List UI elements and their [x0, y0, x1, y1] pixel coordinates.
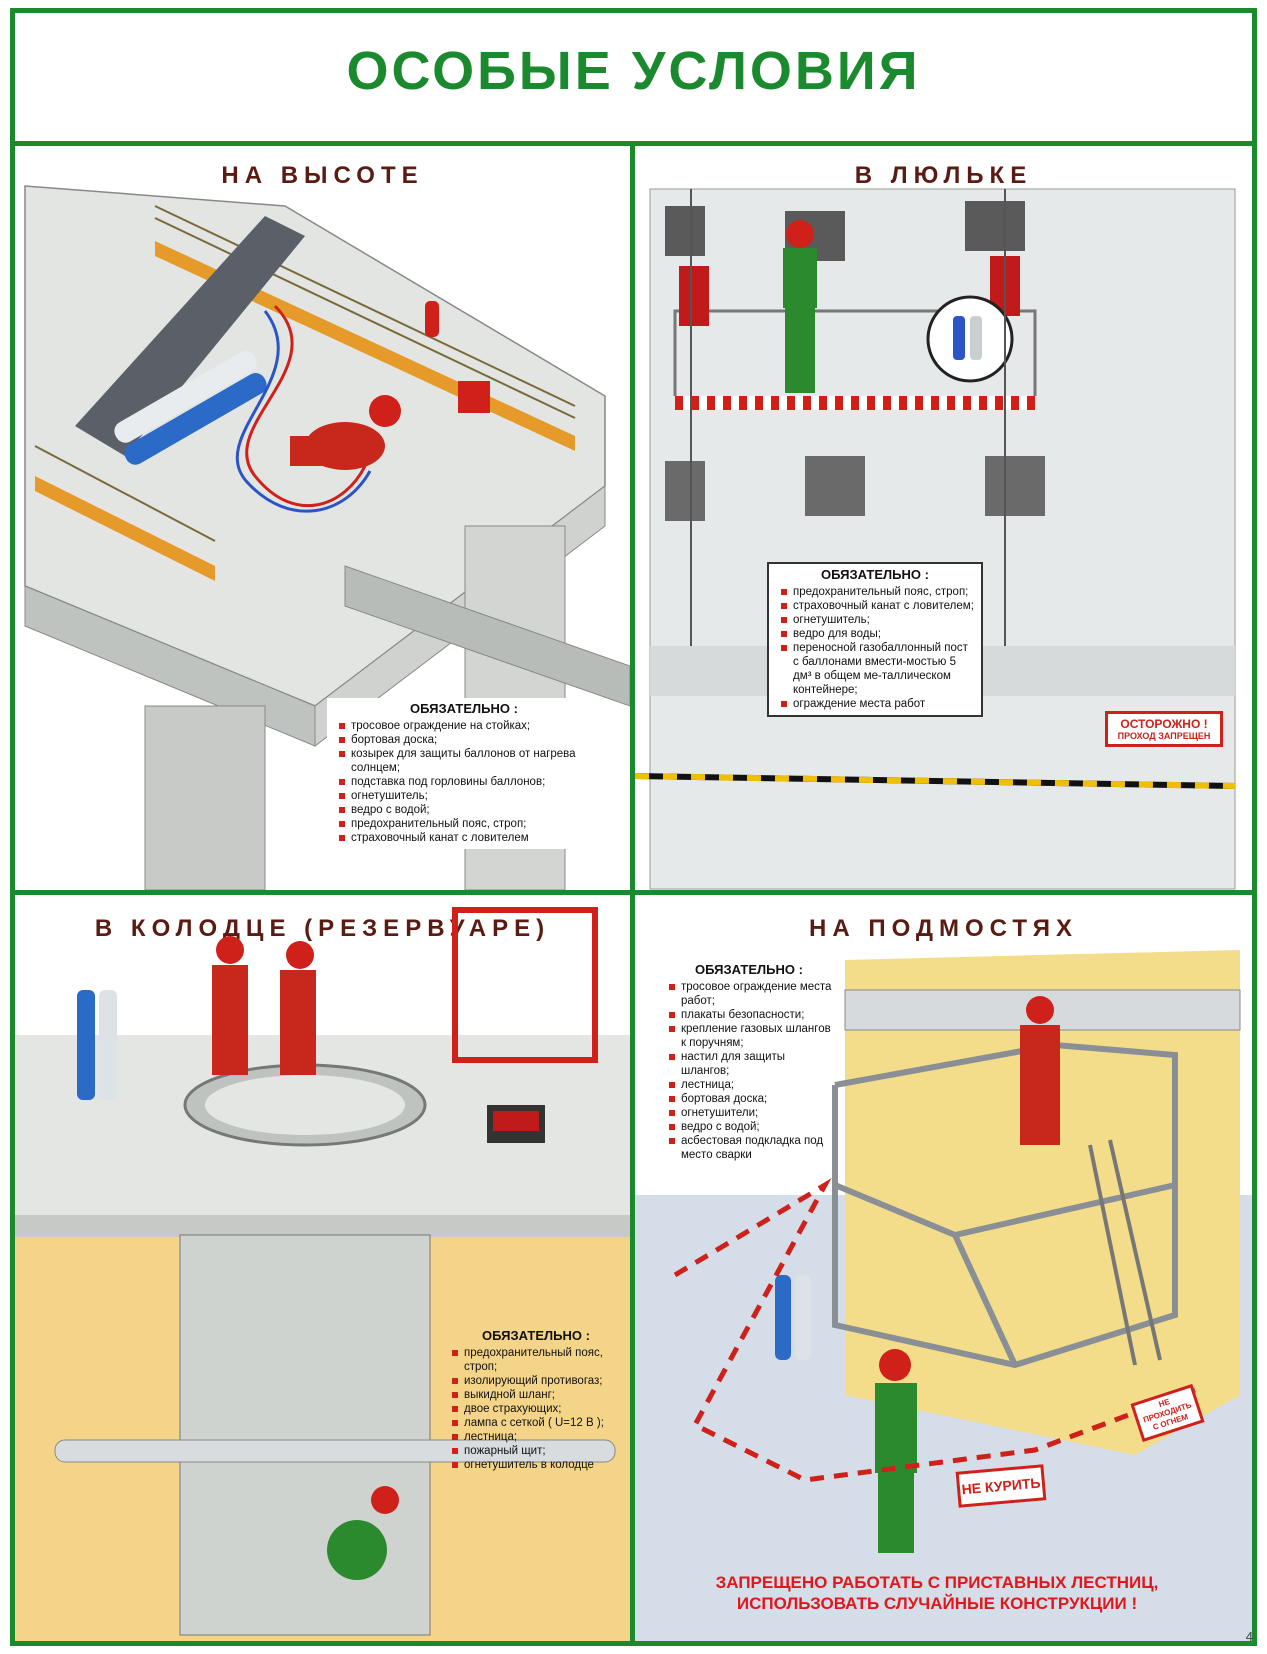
- footer-line1: ЗАПРЕЩЕНО РАБОТАТЬ С ПРИСТАВНЫХ ЛЕСТНИЦ,: [715, 1573, 1159, 1592]
- list-item: ведро с водой;: [339, 803, 595, 817]
- list-item: пожарный щит;: [452, 1444, 626, 1458]
- panel-well: В КОЛОДЦЕ (РЕЗЕРВУАРЕ) ОБЯЗАТЕЛЬНО : пре…: [15, 895, 630, 1641]
- requirements-box-scaffold: ОБЯЗАТЕЛЬНО : тросовое ограждение места …: [657, 959, 841, 1166]
- list-item: тросовое ограждение на стойках;: [339, 719, 595, 733]
- requirements-header: ОБЯЗАТЕЛЬНО :: [821, 567, 929, 582]
- list-item: ведро для воды;: [781, 627, 975, 641]
- requirements-list: тросовое ограждение на стойках; бортовая…: [333, 719, 595, 845]
- footer-line2: ИСПОЛЬЗОВАТЬ СЛУЧАЙНЫЕ КОНСТРУКЦИИ !: [736, 1594, 1138, 1613]
- panel-scaffold: НА ПОДМОСТЯХ ОБЯЗАТЕЛЬНО : тросовое огра…: [635, 895, 1252, 1641]
- list-item: крепление газовых шлангов к поручням;: [669, 1022, 835, 1050]
- poster-title: ОСОБЫЕ УСЛОВИЯ: [346, 41, 921, 101]
- list-item: страховочный канат с ловителем;: [781, 600, 974, 612]
- requirements-list: предохранительный пояс, строп; изолирующ…: [446, 1346, 626, 1472]
- list-item: ведро с водой;: [669, 1120, 835, 1134]
- list-item: асбестовая подкладка под место сварки: [669, 1134, 835, 1162]
- sign-no-smoking: НЕ КУРИТЬ: [955, 1464, 1047, 1508]
- requirements-header: ОБЯЗАТЕЛЬНО :: [695, 962, 803, 977]
- panel-title-height: НА ВЫСОТЕ: [221, 162, 424, 189]
- panel-title-cradle: В ЛЮЛЬКЕ: [854, 162, 1033, 189]
- list-item: предохранительный пояс, строп;: [781, 585, 975, 599]
- requirements-box-cradle: ОБЯЗАТЕЛЬНО : предохранительный пояс, ст…: [767, 562, 983, 717]
- requirements-header: ОБЯЗАТЕЛЬНО :: [410, 701, 518, 716]
- list-item: бортовая доска;: [339, 733, 595, 747]
- requirements-box-well: ОБЯЗАТЕЛЬНО : предохранительный пояс, ст…: [440, 1325, 630, 1476]
- list-item: ограждение места работ: [781, 697, 975, 711]
- list-item: изолирующий противогаз;: [452, 1374, 626, 1388]
- warning-sign-line1: ОСТОРОЖНО !: [1120, 717, 1208, 731]
- panel-title-scaffold: НА ПОДМОСТЯХ: [808, 915, 1079, 942]
- list-item: предохранительный пояс, строп;: [339, 817, 595, 831]
- list-item: переносной газобаллонный пост с баллонам…: [781, 641, 975, 697]
- list-item: страховочный канат с ловителем: [339, 831, 595, 845]
- list-item: выкидной шланг;: [452, 1388, 626, 1402]
- panel-title-well: В КОЛОДЦЕ (РЕЗЕРВУАРЕ): [94, 915, 551, 942]
- list-item: огнетушитель;: [781, 613, 975, 627]
- list-item: плакаты безопасности;: [669, 1008, 835, 1022]
- list-item: двое страхующих;: [452, 1402, 626, 1416]
- list-item: козырек для защиты баллонов от нагрева с…: [339, 747, 595, 775]
- illustration-cradle: [635, 188, 1236, 890]
- requirements-header: ОБЯЗАТЕЛЬНО :: [482, 1328, 590, 1343]
- list-item: бортовая доска;: [669, 1092, 835, 1106]
- list-item: настил для защиты шлангов;: [669, 1050, 835, 1078]
- list-item: лампа с сеткой ( U=12 В );: [452, 1416, 626, 1430]
- list-item: подставка под горловины баллонов;: [339, 775, 595, 789]
- list-item: огнетушители;: [669, 1106, 835, 1120]
- panel-height: НА ВЫСОТЕ ОБЯЗАТЕЛЬНО : тр: [15, 146, 630, 890]
- list-item: огнетушитель в колодце: [452, 1458, 626, 1472]
- requirements-box-height: ОБЯЗАТЕЛЬНО : тросовое ограждение на сто…: [327, 698, 601, 849]
- warning-sign-no-entry: ОСТОРОЖНО ! ПРОХОД ЗАПРЕЩЕН: [1105, 711, 1223, 747]
- warning-sign-line2: ПРОХОД ЗАПРЕЩЕН: [1117, 731, 1211, 741]
- list-item: огнетушитель;: [339, 789, 595, 803]
- illustration-well: [15, 907, 630, 1641]
- list-item: лестница;: [669, 1078, 835, 1092]
- page-number: 4: [1245, 1629, 1253, 1644]
- requirements-list: тросовое ограждение места работ; плакаты…: [663, 980, 835, 1162]
- prohibition-footer: ЗАПРЕЩЕНО РАБОТАТЬ С ПРИСТАВНЫХ ЛЕСТНИЦ,…: [642, 1572, 1232, 1614]
- requirements-list: предохранительный пояс, строп; страховоч…: [775, 585, 975, 711]
- list-item: предохранительный пояс, строп;: [452, 1346, 626, 1374]
- list-item: тросовое ограждение места работ;: [669, 980, 835, 1008]
- list-item: лестница;: [452, 1430, 626, 1444]
- divider-vertical: [630, 141, 635, 1641]
- panel-cradle: В ЛЮЛЬКЕ ОБЯЗАТЕЛЬНО : пре: [635, 146, 1252, 890]
